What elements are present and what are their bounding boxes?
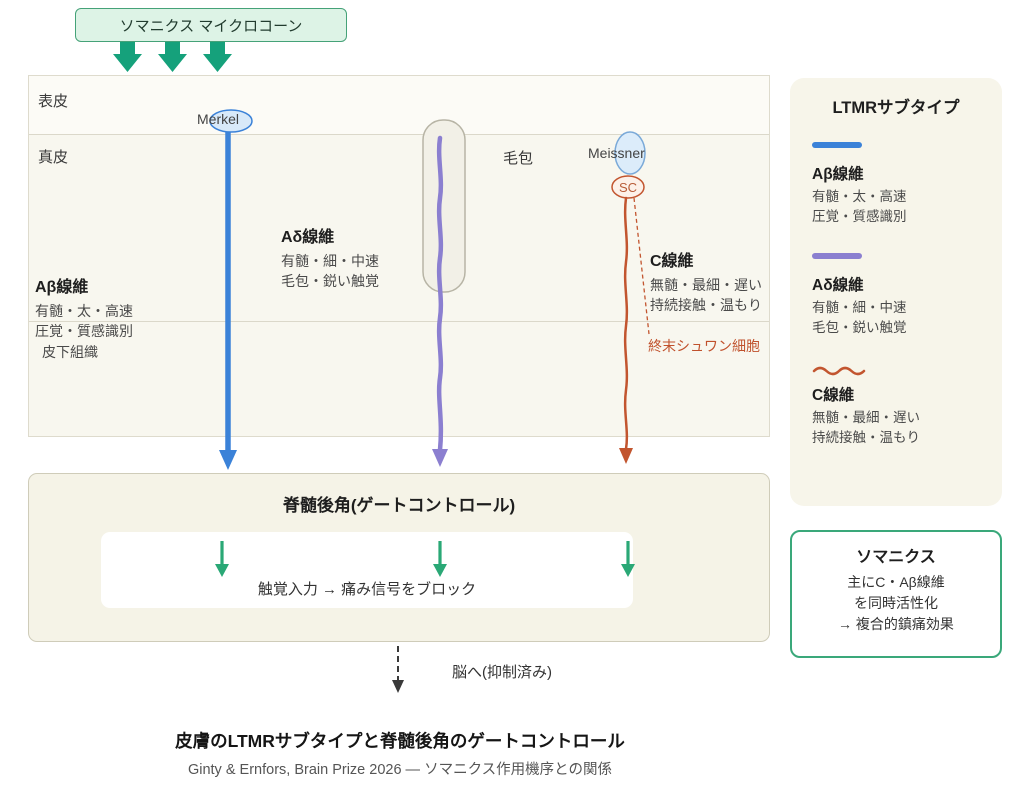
legend-ab-name: Aβ線維: [812, 166, 864, 183]
ad-fiber-block: Aδ線維 有髄・細・中速 毛包・鋭い触覚: [281, 226, 379, 292]
epidermis-layer: [29, 76, 769, 135]
c-fiber-block: C線維 無髄・最細・遅い 持続接触・温もり: [650, 250, 762, 316]
legend-ad-line2: 毛包・鋭い触覚: [812, 319, 907, 335]
c-fiber-line2: 持続接触・温もり: [650, 297, 762, 314]
legend-ad-name: Aδ線維: [812, 276, 864, 294]
ad-fiber-arrowhead-icon: [432, 449, 448, 467]
dermis-label: 真皮: [38, 149, 69, 166]
legend-item-ab: Aβ線維 有髄・太・高速 圧覚・質感識別: [812, 142, 980, 228]
subcutaneous-boundary: [29, 321, 769, 322]
ab-fiber-arrowhead-icon: [219, 450, 237, 470]
ad-fiber-line1: 有髄・細・中速: [281, 253, 379, 270]
somanics-line3: → 複合的鎮痛効果: [838, 616, 954, 632]
to-brain-label: 脳へ(抑制済み): [452, 664, 552, 681]
epidermis-label: 表皮: [38, 93, 69, 110]
ab-fiber-block: Aβ線維 有髄・太・高速 圧覚・質感識別 皮下組織: [35, 276, 133, 362]
c-fiber-line1: 無髄・最細・遅い: [650, 277, 762, 294]
schwann-label: 終末シュワン細胞: [648, 338, 760, 354]
ad-fiber-title: Aδ線維: [281, 229, 335, 246]
figure-title: 皮膚のLTMRサブタイプと脊髄後角のゲートコントロール: [175, 731, 625, 751]
microcone-label-box: ソマニクス マイクロコーン: [75, 8, 347, 42]
ab-line-swatch-icon: [812, 142, 980, 154]
legend-c-line2: 持続接触・温もり: [812, 430, 920, 446]
gate-inner-box: 触覚入力 → 痛み信号をブロック: [101, 532, 633, 608]
c-fiber-title: C線維: [650, 253, 694, 270]
microcone-label: ソマニクス マイクロコーン: [119, 17, 303, 35]
ad-line-swatch-icon: [812, 252, 980, 265]
microcone-arrows-icon: [113, 42, 232, 72]
legend-item-ad: Aδ線維 有髄・細・中速 毛包・鋭い触覚: [812, 252, 980, 339]
somanics-line1: 主にC・Aβ線維: [847, 574, 945, 590]
ab-fiber-line1: 有髄・太・高速: [35, 303, 133, 320]
ltmr-legend-panel: LTMRサブタイプ Aβ線維 有髄・太・高速 圧覚・質感識別 Aδ線維 有髄・細…: [790, 78, 1002, 506]
to-brain-arrowhead-icon: [392, 680, 404, 693]
ab-fiber-line2: 圧覚・質感識別: [35, 323, 133, 340]
gate-text: 触覚入力 → 痛み信号をブロック: [257, 581, 477, 598]
somanics-title: ソマニクス: [856, 549, 936, 566]
follicle-label: 毛包: [503, 150, 534, 167]
ab-fiber-title: Aβ線維: [35, 279, 89, 296]
figure-subtitle: Ginty & Ernfors, Brain Prize 2026 — ソマニク…: [187, 762, 613, 778]
dorsal-horn-title: 脊髄後角(ゲートコントロール): [282, 496, 516, 515]
legend-item-c: C線維 無髄・最細・遅い 持続接触・温もり: [812, 363, 980, 449]
meissner-label: Meissner: [588, 145, 645, 161]
legend-ad-line1: 有髄・細・中速: [812, 299, 907, 315]
ad-fiber-line2: 毛包・鋭い触覚: [281, 273, 379, 290]
somanics-line2: を同時活性化: [854, 595, 938, 611]
c-fiber-arrowhead-icon: [619, 448, 633, 464]
legend-c-name: C線維: [812, 387, 855, 404]
somanics-info-box: ソマニクス 主にC・Aβ線維 を同時活性化 → 複合的鎮痛効果: [790, 530, 1002, 658]
legend-ab-line2: 圧覚・質感識別: [812, 209, 907, 225]
ab-fiber-line3: 皮下組織: [42, 343, 98, 360]
legend-title: LTMRサブタイプ: [832, 99, 960, 117]
merkel-label: Merkel: [197, 111, 240, 127]
dorsal-horn-box: 脊髄後角(ゲートコントロール) 触覚入力 → 痛み信号をブロック: [28, 473, 770, 642]
legend-c-line1: 無髄・最細・遅い: [812, 410, 920, 425]
legend-ab-line1: 有髄・太・高速: [812, 189, 907, 204]
c-wave-swatch-icon: [812, 363, 980, 376]
